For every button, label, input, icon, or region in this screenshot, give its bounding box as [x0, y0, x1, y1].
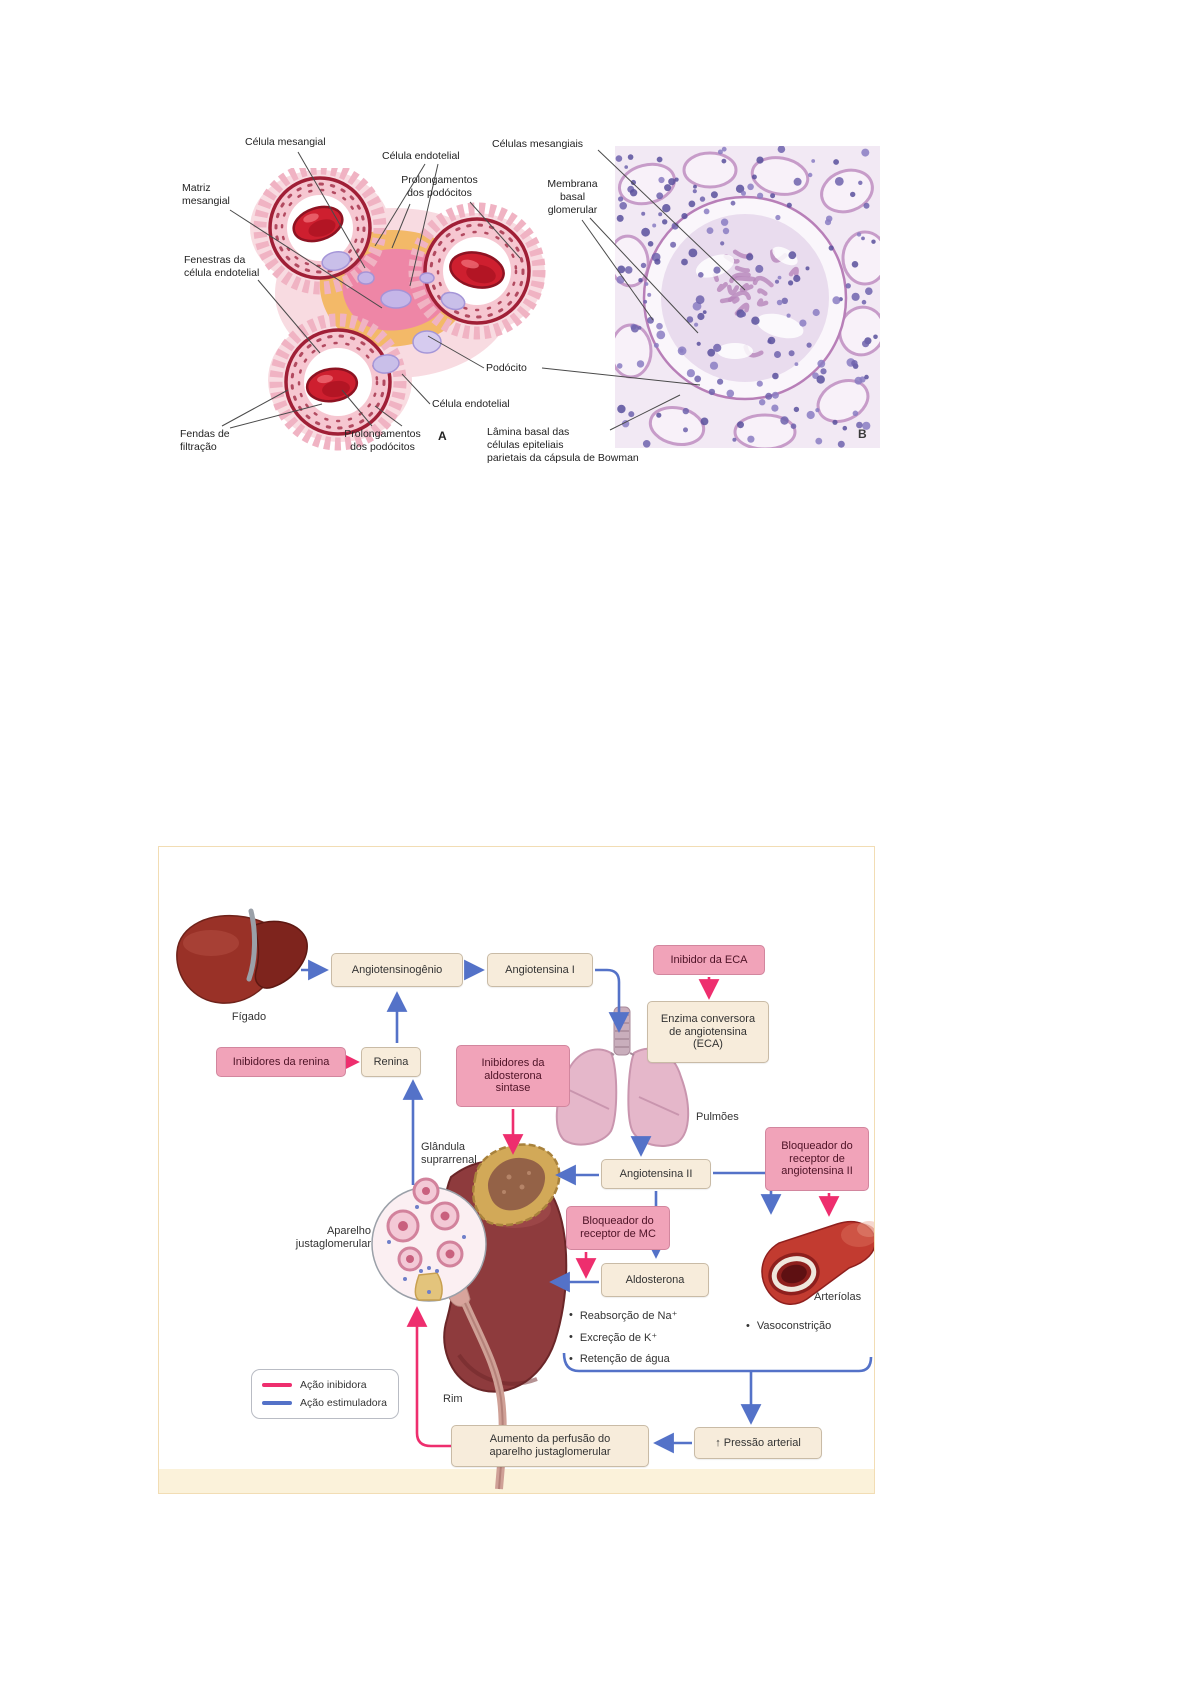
raas-arrows	[301, 959, 873, 1454]
label-celula-endotelial-bottom: Célula endotelial	[432, 398, 510, 410]
label-fenestras: Fenestras da célula endotelial	[184, 254, 260, 279]
box-angiotensina-i: Angiotensina I	[487, 953, 593, 987]
label-aparelho-justaglomerular: Aparelho justaglomerular	[295, 1225, 371, 1251]
list-item: Retenção de água	[569, 1348, 677, 1370]
legend-row-inhibit: Ação inibidora	[262, 1379, 388, 1391]
stimulate-line-swatch	[262, 1401, 292, 1405]
box-bloqueador-receptor-angiotensina-ii: Bloqueador do receptor de angiotensina I…	[765, 1127, 869, 1191]
box-pressao-arterial: ↑ Pressão arterial	[694, 1427, 822, 1459]
arteriole-illustration	[761, 1220, 874, 1305]
box-bloqueador-receptor-mc: Bloqueador do receptor de MC	[566, 1206, 670, 1250]
legend-row-stimulate: Ação estimuladora	[262, 1397, 388, 1409]
label-rim: Rim	[443, 1393, 463, 1405]
box-aumento-perfusao: Aumento da perfusão do aparelho justaglo…	[451, 1425, 649, 1467]
raas-organs	[176, 908, 874, 1490]
box-eca: Enzima conversora de angiotensina (ECA)	[647, 1001, 769, 1063]
label-pulmoes: Pulmões	[696, 1111, 739, 1123]
box-angiotensinogenio: Angiotensinogênio	[331, 953, 463, 987]
action-legend: Ação inibidora Ação estimuladora	[251, 1369, 399, 1419]
label-celula-mesangial: Célula mesangial	[245, 136, 326, 148]
label-prolongamentos-top: Prolongamentos dos podócitos	[401, 174, 478, 199]
label-celulas-mesangiais: Células mesangiais	[492, 138, 584, 150]
box-inibidores-aldosterona-sintase: Inibidores da aldosterona sintase	[456, 1045, 570, 1107]
label-lamina-basal: Lâmina basal das células epiteliais pari…	[487, 426, 639, 464]
box-angiotensina-ii: Angiotensina II	[601, 1159, 711, 1189]
panel-a-letter: A	[438, 429, 447, 443]
label-membrana-basal: Membrana basal glomerular	[547, 178, 598, 216]
figure-caption-strip	[159, 1469, 874, 1493]
nuclei	[615, 146, 878, 448]
liver-illustration	[176, 908, 308, 1004]
kidney-effects-list: Reabsorção de Na⁺ Excreção de K⁺ Retençã…	[569, 1304, 678, 1370]
label-figado: Fígado	[231, 1011, 267, 1023]
arteriole-effects-list: Vasoconstrição	[746, 1315, 831, 1337]
panel-b-letter: B	[858, 427, 867, 441]
label-fendas-filtracao: Fendas de filtração	[180, 428, 230, 453]
figure-raas: Angiotensinogênio Angiotensina I Inibido…	[158, 846, 875, 1494]
list-item: Vasoconstrição	[746, 1315, 831, 1337]
fig1-leader-lines	[221, 149, 746, 431]
label-prolongamentos-bottom: Prolongamentos dos podócitos	[344, 428, 421, 453]
juxtaglomerular-inset	[371, 1177, 487, 1302]
legend-label: Ação estimuladora	[300, 1397, 387, 1409]
box-inibidores-renina: Inibidores da renina	[216, 1047, 346, 1077]
label-celula-endotelial-top: Célula endotelial	[382, 150, 460, 162]
box-inibidor-eca: Inibidor da ECA	[653, 945, 765, 975]
box-renina: Renina	[361, 1047, 421, 1077]
label-arteriolas: Arteríolas	[814, 1291, 862, 1303]
list-item: Reabsorção de Na⁺	[569, 1304, 678, 1326]
label-podocito: Podócito	[486, 362, 527, 374]
label-glandula-suprarrenal: Glândula suprarrenal	[421, 1141, 477, 1167]
label-matriz-mesangial: Matriz mesangial	[182, 182, 230, 207]
figure-glomerulus: B	[170, 128, 890, 478]
legend-label: Ação inibidora	[300, 1379, 367, 1391]
box-aldosterona: Aldosterona	[601, 1263, 709, 1297]
histology-micrograph: B	[615, 146, 880, 448]
list-item: Excreção de K⁺	[569, 1326, 677, 1348]
glomerulus-illustration	[250, 168, 546, 451]
inhibit-line-swatch	[262, 1383, 292, 1387]
